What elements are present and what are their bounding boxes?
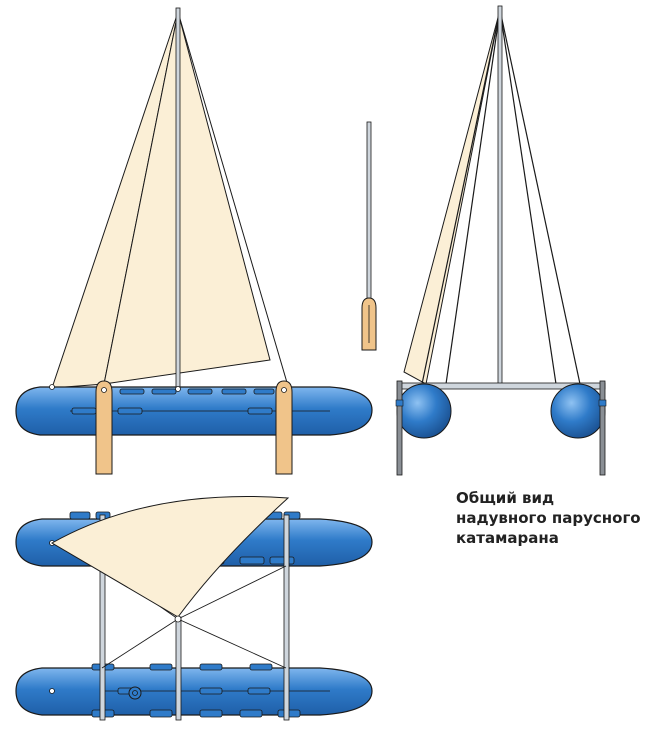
top-view-valve xyxy=(128,686,142,700)
front-view-hull-left xyxy=(396,383,452,439)
front-view-shrouds xyxy=(421,9,581,385)
front-view-mast xyxy=(497,5,503,387)
front-view xyxy=(395,5,607,476)
side-view-main-sail xyxy=(103,11,271,385)
caption-line-2: надувного парусного xyxy=(456,509,641,527)
side-view xyxy=(15,7,373,475)
top-view xyxy=(15,496,373,721)
top-view-beam-rear xyxy=(283,514,290,721)
side-view-leeboard-rear xyxy=(275,380,293,475)
side-view-leeboard-front xyxy=(95,380,113,475)
top-view-sail xyxy=(50,496,290,618)
caption-line-3: катамарана xyxy=(456,529,559,547)
front-view-hull-right xyxy=(550,383,606,439)
paddle xyxy=(361,121,377,351)
front-view-sail xyxy=(403,9,501,385)
top-view-beam-front xyxy=(99,514,106,721)
top-view-hull-lower xyxy=(15,667,373,716)
side-view-stay xyxy=(177,11,289,387)
caption-line-1: Общий вид xyxy=(456,489,555,507)
caption: Общий вид надувного парусного катамарана xyxy=(456,488,646,548)
front-view-leeboard-left xyxy=(396,380,403,476)
front-view-leeboard-right xyxy=(599,380,606,476)
side-view-mast xyxy=(175,7,181,391)
side-view-hull-straps xyxy=(71,388,275,415)
top-view-beam-middle xyxy=(175,616,182,721)
